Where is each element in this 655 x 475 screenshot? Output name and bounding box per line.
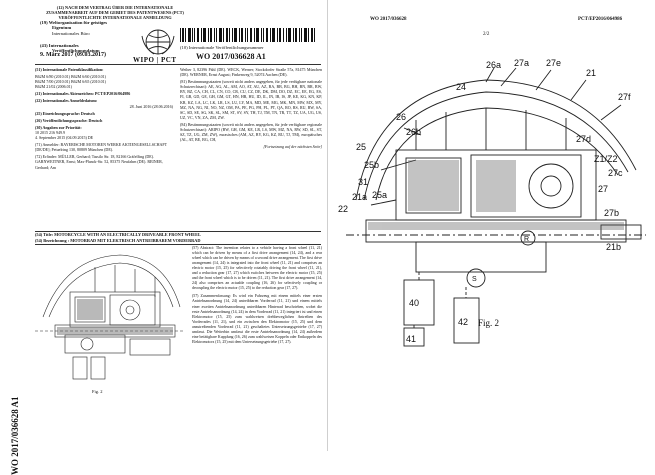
label-27a: 27a — [514, 58, 529, 68]
publication-number-label: (10) Internationale Veröffentlichungsnum… — [180, 45, 264, 50]
label-26b: 26b — [406, 127, 421, 137]
title-german: (54) Bezeichnung : MOTORRAD MIT ELEKTRIS… — [35, 238, 201, 243]
label-24: 24 — [456, 82, 466, 92]
label-27f: 27f — [618, 92, 631, 102]
header-rule — [35, 64, 321, 65]
label-25a: 25a — [372, 190, 387, 200]
publication-number: WO 2017/036628 A1 — [196, 52, 266, 61]
label-41: 41 — [406, 334, 416, 344]
bibliographic-right-column: Weiher 3, 82396 Pähl (DE). WECK, Werner;… — [180, 67, 322, 150]
label-42: 42 — [458, 317, 468, 327]
office-name: Internationales Büro — [52, 31, 90, 36]
organisation-name: (19) Weltorganisation für geistiges Eige… — [40, 20, 108, 31]
title-rule — [35, 231, 321, 232]
wipo-pct-logo: WIPO | PCT — [133, 56, 177, 64]
label-s: S — [472, 276, 477, 283]
sheet-publication-number: WO 2017/036628 — [370, 17, 407, 22]
figure-2-drawing: 26 24 26b 26a 27a 27e 21 27f 25 25b 31 2… — [338, 58, 646, 347]
label-22: 22 — [338, 204, 348, 214]
document-type-heading: (12) NACH DEM VERTRAG ÜBER DIE INTERNATI… — [46, 5, 184, 20]
sheet-divider — [327, 0, 328, 451]
front-page-drawing — [35, 254, 185, 380]
label-27c: 27c — [608, 168, 623, 178]
label-21b: 21b — [606, 242, 621, 252]
label-21a: 21a — [352, 192, 367, 202]
publication-date: 9. März 2017 (09.03.2017) — [40, 52, 106, 59]
front-page-sheet: WO 2017/036628 A1 (12) NACH DEM VERTRAG … — [0, 0, 328, 475]
label-40: 40 — [409, 298, 419, 308]
label-z1-z2: Z1/Z2 — [594, 154, 618, 164]
figure-2-caption: Fig. 2 — [478, 318, 500, 328]
drawing-sheet: WO 2017/036628 PCT/EP2016/064986 2/2 — [328, 0, 655, 451]
label-31: 31 — [358, 177, 368, 187]
abstract-german: (57) Zusammenfassung: Es wird ein Fahrze… — [192, 294, 322, 344]
publication-date-block: (43) Internationales Veröffentlichungsda… — [40, 43, 106, 59]
abstract-english: (57) Abstract: The invention relates to … — [192, 246, 322, 291]
abstract: (57) Abstract: The invention relates to … — [192, 246, 322, 345]
label-25: 25 — [356, 142, 366, 152]
label-21: 21 — [586, 68, 596, 78]
label-27b: 27b — [604, 208, 619, 218]
label-27: 27 — [598, 184, 608, 194]
label-27e: 27e — [546, 58, 561, 68]
title-rule-bottom — [35, 244, 321, 245]
title-english: (54) Title: MOTORCYCLE WITH AN ELECTRICA… — [35, 232, 201, 237]
sheet-page-number: 2/2 — [483, 32, 490, 37]
label-26: 26 — [396, 112, 406, 122]
label-27d: 27d — [576, 134, 591, 144]
wipo-emblem-icon — [141, 29, 175, 55]
label-25b: 25b — [364, 160, 379, 170]
front-page-figure-caption: Fig. 2 — [92, 389, 103, 394]
side-publication-number: WO 2017/036628 A1 — [10, 396, 20, 475]
label-r: R — [524, 236, 529, 243]
sheet-application-number: PCT/EP2016/064986 — [578, 17, 623, 22]
label-26a: 26a — [486, 60, 501, 70]
bibliographic-left-column: (51) Internationale Patentklassifikation… — [35, 67, 173, 170]
barcode — [180, 28, 315, 42]
